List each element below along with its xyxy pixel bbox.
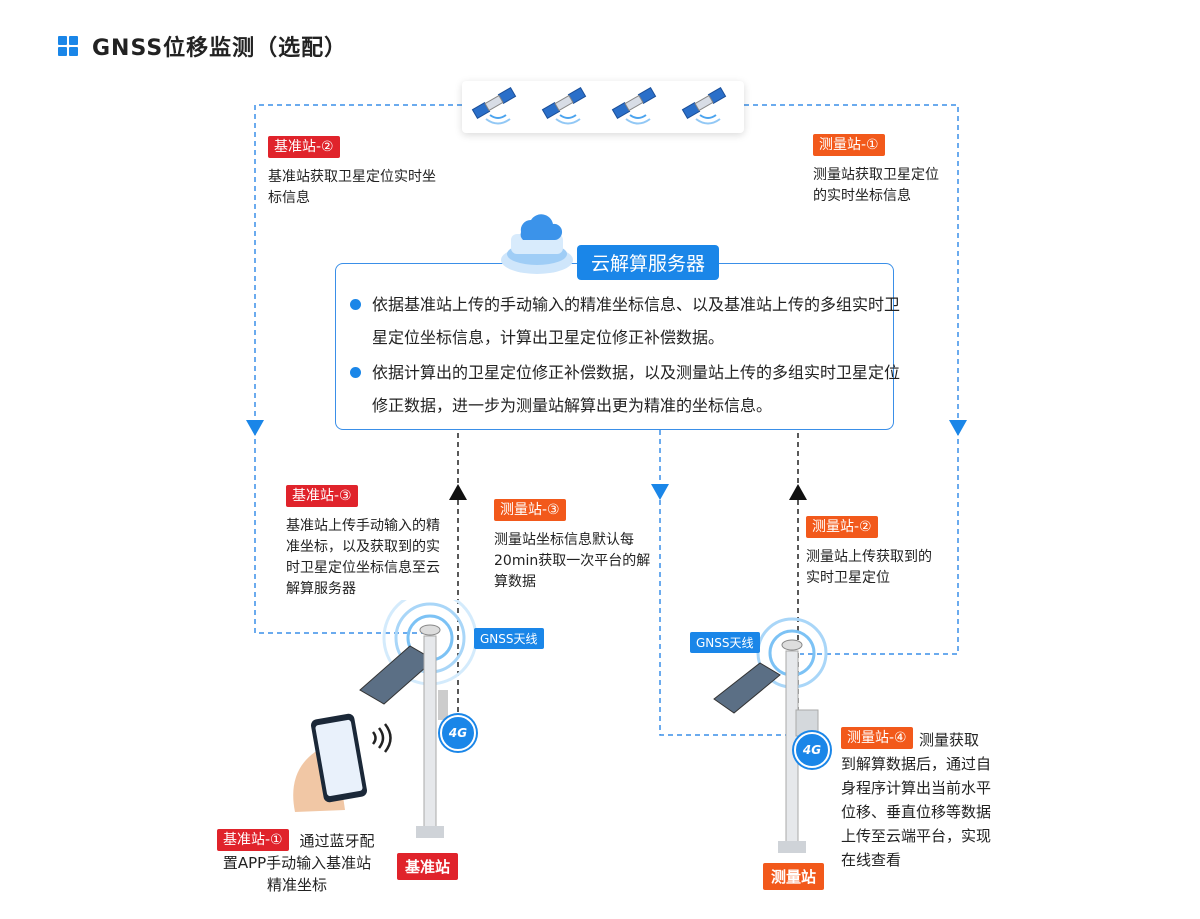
cloud-server-box — [335, 263, 894, 430]
step-tag-meas1: 测量站-① — [813, 134, 885, 156]
smartphone-icon — [293, 713, 392, 812]
step-text-meas3: 测量站坐标信息默认每20min获取一次平台的解算数据 — [494, 532, 651, 590]
satellite-icon — [471, 86, 727, 125]
arrow-down-center — [651, 484, 669, 500]
grid-icon — [58, 36, 78, 56]
meas-to-antenna-line — [800, 430, 959, 655]
satellite-strip — [462, 81, 744, 133]
4g-icon: 4G — [794, 732, 830, 768]
step-tag-meas4: 测量站-④ — [841, 727, 913, 749]
solar-panel-icon — [359, 645, 435, 705]
page-title: GNSS位移监测（选配） — [92, 36, 348, 61]
cloud-bullet-2: 依据计算出的卫星定位修正补偿数据，以及测量站上传的多组实时卫星定位修正数据，进一… — [350, 356, 902, 422]
step-text-meas1: 测量站获取卫星定位的实时坐标信息 — [813, 167, 939, 204]
step-tag-base2: 基准站-② — [268, 136, 340, 158]
cloud-server-title: 云解算服务器 — [577, 245, 720, 280]
bullet-dot-icon — [350, 299, 361, 310]
measurement-station-graphic — [713, 617, 828, 853]
bluetooth-wave-icon — [371, 723, 392, 753]
header: GNSS位移监测（选配） — [58, 30, 347, 62]
meas-antenna-label: GNSS天线 — [690, 632, 760, 653]
base-station-label: 基准站 — [397, 853, 459, 880]
base-to-antenna-line — [254, 430, 430, 634]
pole — [423, 635, 437, 837]
step-text-base2: 基准站获取卫星定位实时坐标信息 — [268, 169, 436, 206]
base-antenna-label: GNSS天线 — [474, 628, 544, 649]
arrow-down-left — [246, 420, 264, 436]
step-tag-base1: 基准站-① — [217, 829, 289, 851]
step-text-base3: 基准站上传手动输入的精准坐标，以及获取到的实时卫星定位坐标信息至云解算服务器 — [286, 518, 440, 597]
cloud-bullet-1: 依据基准站上传的手动输入的精准坐标信息、以及基准站上传的多组实时卫星定位坐标信息… — [350, 288, 902, 354]
antenna-icon — [781, 639, 803, 651]
arrow-down-right — [949, 420, 967, 436]
measurement-station-label: 测量站 — [763, 863, 825, 890]
cloud-server-icon — [497, 202, 577, 282]
step-tag-base3: 基准站-③ — [286, 485, 358, 507]
step-tag-meas3: 测量站-③ — [494, 499, 566, 521]
sat-to-base-line — [254, 104, 462, 420]
4g-icon: 4G — [440, 715, 476, 751]
solar-panel-icon — [713, 662, 781, 714]
step-text-base1: 通过蓝牙配置APP手动输入基准站精准坐标 — [222, 832, 375, 894]
step-tag-meas2: 测量站-② — [806, 516, 878, 538]
step-text-meas2: 测量站上传获取到的实时卫星定位 — [806, 549, 932, 586]
arrow-up-meas — [789, 484, 807, 500]
arrow-up-base — [449, 484, 467, 500]
step-text-meas4: 测量获取到解算数据后，通过自身程序计算出当前水平位移、垂直位移等数据上传至云端平… — [841, 731, 992, 869]
cloud-to-meas-line — [659, 500, 800, 736]
bullet-dot-icon — [350, 367, 361, 378]
antenna-icon — [419, 624, 441, 636]
sat-to-meas-line — [744, 104, 959, 420]
